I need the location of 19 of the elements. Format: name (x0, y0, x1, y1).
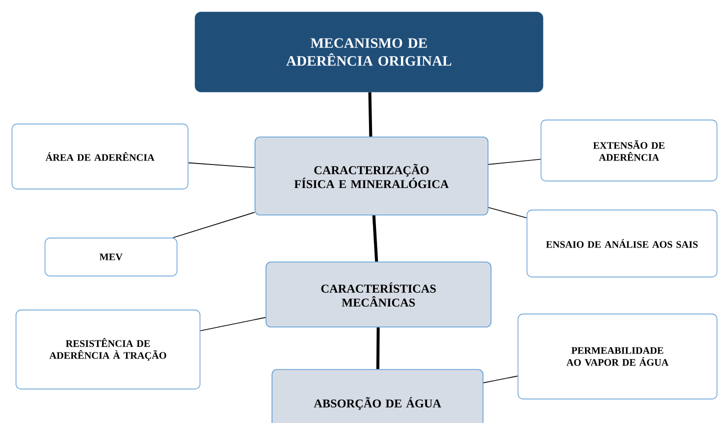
topic-box: MEV (44, 238, 178, 276)
connector-line (488, 207, 528, 218)
title-box: MECANISMO DE ADERÊNCIA ORIGINAL (194, 12, 544, 92)
topic-box: ENSAIO DE ANÁLISE AOS SAIS (526, 210, 718, 278)
topic-box: EXTENSÃO DE ADERÊNCIA (540, 120, 718, 182)
connector-line (376, 327, 380, 370)
connector-line (172, 212, 255, 238)
topic-box: ÁREA DE ADERÊNCIA (12, 124, 188, 190)
category-box: CARACTERIZAÇÃO FÍSICA E MINERALÓGICA (254, 136, 488, 216)
topic-box: PERMEABILIDADE AO VAPOR DE ÁGUA (518, 314, 718, 400)
category-box: CARACTERÍSTICAS MECÂNICAS (266, 262, 492, 328)
connector-line (488, 158, 542, 165)
connector-line (368, 92, 372, 137)
category-box: ABSORÇÃO DE ÁGUA (272, 369, 484, 423)
connector-line (483, 376, 518, 384)
topic-box: RESISTÊNCIA DE ADERÊNCIA À TRAÇÃO (16, 310, 200, 390)
connector-line (200, 317, 266, 332)
connector-line (372, 215, 378, 262)
connector-line (188, 162, 255, 168)
